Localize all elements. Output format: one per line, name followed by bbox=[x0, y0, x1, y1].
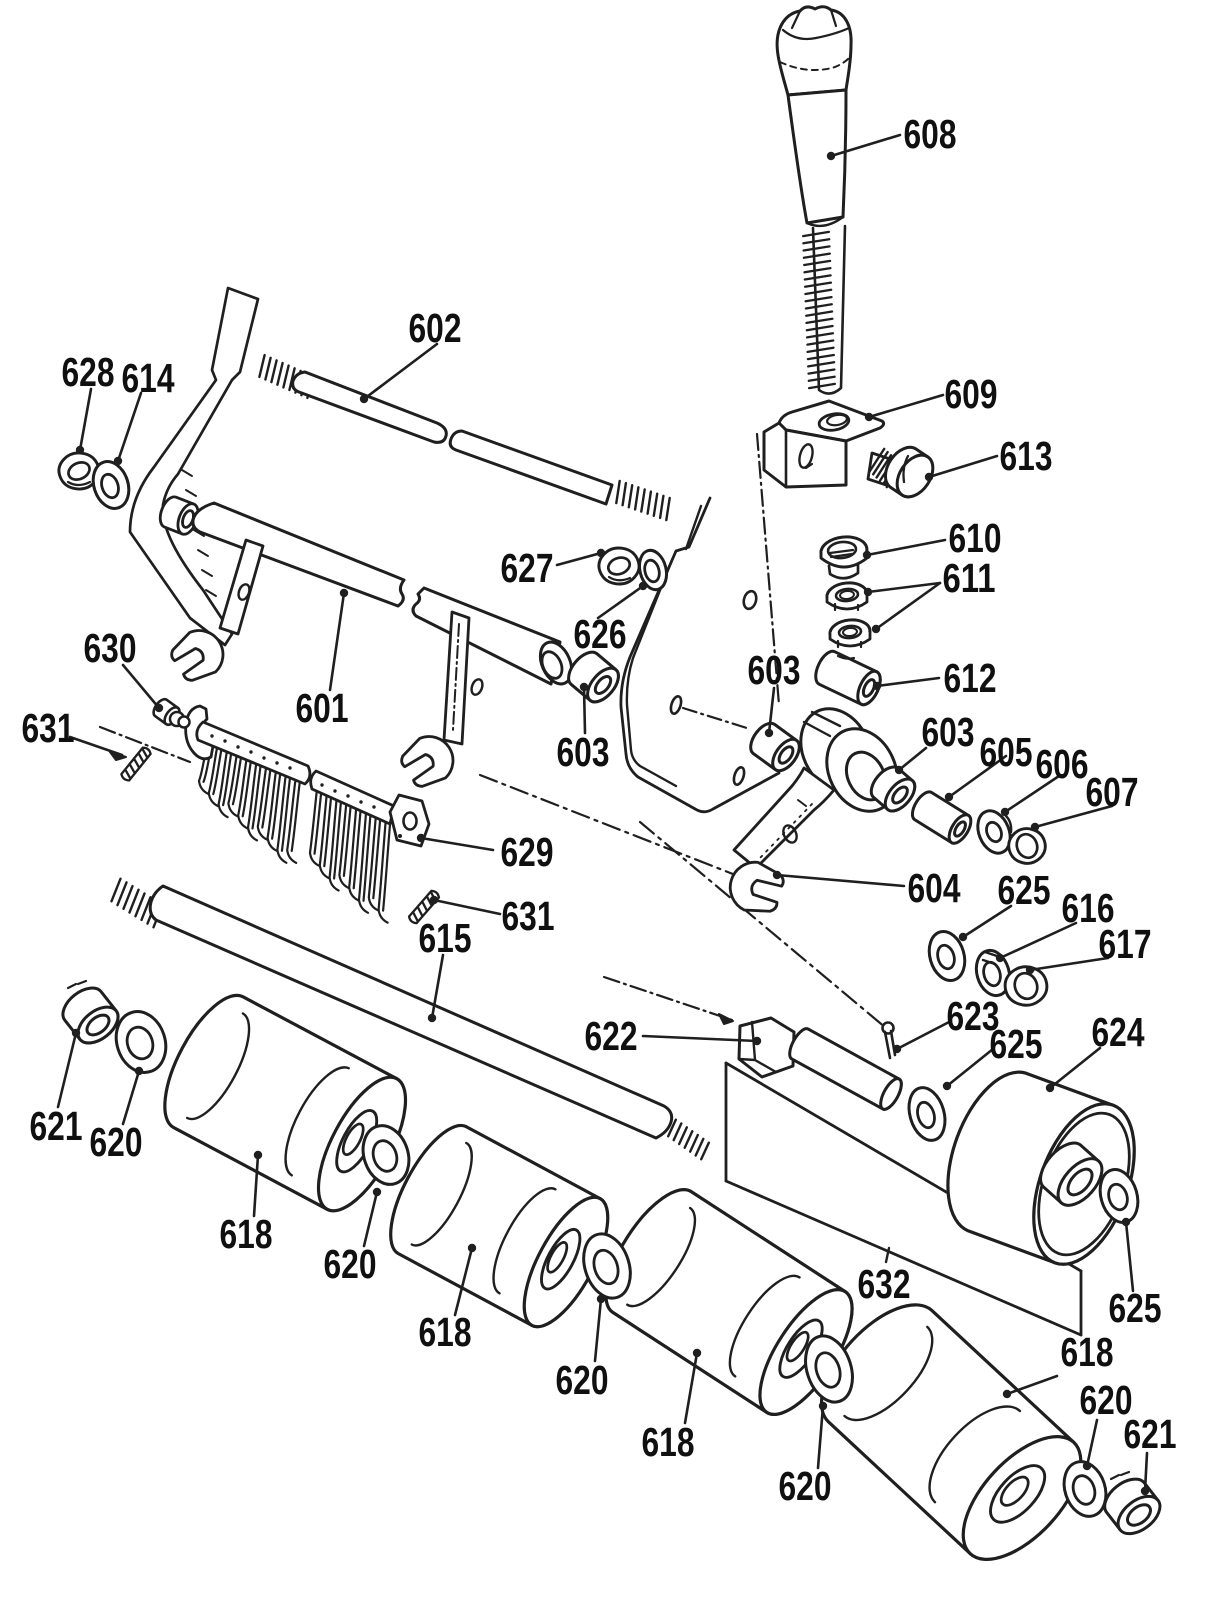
svg-text:603: 603 bbox=[922, 709, 975, 755]
svg-text:623: 623 bbox=[947, 993, 1000, 1039]
svg-text:620: 620 bbox=[779, 1463, 832, 1509]
svg-text:621: 621 bbox=[1124, 1411, 1177, 1457]
svg-text:624: 624 bbox=[1092, 1009, 1145, 1055]
svg-text:625: 625 bbox=[1109, 1285, 1162, 1331]
svg-text:611: 611 bbox=[943, 555, 996, 601]
svg-text:603: 603 bbox=[557, 729, 610, 775]
svg-text:620: 620 bbox=[1080, 1377, 1133, 1423]
svg-text:618: 618 bbox=[419, 1309, 472, 1355]
svg-text:618: 618 bbox=[1061, 1329, 1114, 1375]
svg-text:604: 604 bbox=[908, 865, 961, 911]
svg-text:631: 631 bbox=[22, 705, 75, 751]
svg-text:616: 616 bbox=[1062, 885, 1115, 931]
svg-text:608: 608 bbox=[904, 111, 957, 157]
svg-text:607: 607 bbox=[1086, 769, 1139, 815]
svg-text:601: 601 bbox=[296, 685, 349, 731]
svg-text:626: 626 bbox=[574, 611, 627, 657]
svg-text:613: 613 bbox=[1000, 433, 1053, 479]
svg-text:622: 622 bbox=[585, 1013, 638, 1059]
svg-text:625: 625 bbox=[990, 1021, 1043, 1067]
svg-text:621: 621 bbox=[30, 1103, 83, 1149]
svg-text:620: 620 bbox=[324, 1241, 377, 1287]
svg-text:631: 631 bbox=[502, 893, 555, 939]
svg-text:625: 625 bbox=[998, 867, 1051, 913]
svg-text:610: 610 bbox=[949, 515, 1002, 561]
svg-text:618: 618 bbox=[220, 1211, 273, 1257]
svg-text:620: 620 bbox=[556, 1357, 609, 1403]
svg-text:609: 609 bbox=[945, 371, 998, 417]
svg-text:630: 630 bbox=[84, 625, 137, 671]
svg-text:602: 602 bbox=[409, 305, 462, 351]
svg-text:614: 614 bbox=[122, 355, 175, 401]
svg-text:615: 615 bbox=[419, 915, 472, 961]
svg-text:629: 629 bbox=[501, 829, 554, 875]
svg-text:606: 606 bbox=[1036, 741, 1089, 787]
svg-text:605: 605 bbox=[980, 729, 1033, 775]
svg-text:603: 603 bbox=[748, 647, 801, 693]
svg-text:618: 618 bbox=[642, 1419, 695, 1465]
svg-text:612: 612 bbox=[944, 655, 997, 701]
svg-text:632: 632 bbox=[858, 1261, 911, 1307]
svg-text:617: 617 bbox=[1099, 921, 1152, 967]
svg-text:620: 620 bbox=[90, 1119, 143, 1165]
svg-text:627: 627 bbox=[501, 545, 554, 591]
svg-text:628: 628 bbox=[62, 349, 115, 395]
